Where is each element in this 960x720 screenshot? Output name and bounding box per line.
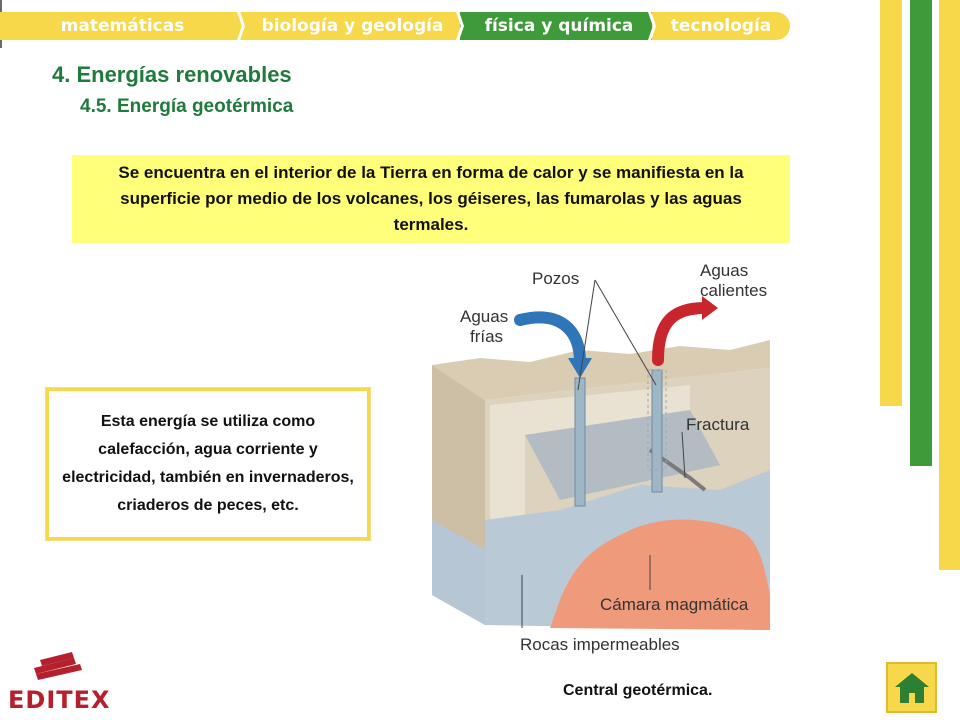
cold-arrow-head — [568, 358, 592, 378]
pozos-leader — [594, 279, 657, 386]
decor-stripe-yellow — [939, 0, 960, 570]
decor-stripe-green — [910, 0, 932, 466]
intro-text: Se encuentra en el interior de la Tierra… — [118, 163, 744, 234]
block-top-surface — [432, 340, 770, 400]
figure-caption: Central geotérmica. — [563, 682, 713, 699]
label-camara-magmatica: Cámara magmática — [600, 595, 749, 614]
tab-label: biología y geología — [261, 16, 444, 36]
label-pozos: Pozos — [532, 269, 579, 288]
usage-info-box: Esta energía se utiliza como calefacción… — [45, 387, 371, 541]
label-aguas-calientes-2: calientes — [700, 281, 767, 300]
pozos-leader — [577, 279, 596, 391]
tab-label: tecnología — [670, 16, 772, 36]
label-rocas-impermeables: Rocas impermeables — [520, 635, 680, 654]
reservoir-layer — [525, 410, 720, 500]
home-icon — [894, 672, 929, 703]
label-aguas-calientes: Aguas — [700, 261, 748, 280]
cold-water-arrow — [514, 311, 586, 368]
cutaway-wall — [490, 385, 690, 550]
tab-label: matemáticas — [60, 16, 185, 36]
magma-chamber — [550, 519, 770, 630]
usage-text: Esta energía se utiliza como calefacción… — [62, 413, 354, 514]
geothermal-illustration: Pozos Aguas calientes Aguas frías Fractu… — [432, 261, 770, 654]
label-fractura: Fractura — [686, 415, 750, 434]
label-aguas-frias: Aguas — [460, 307, 508, 326]
page-subtitle: 4.5. Energía geotérmica — [80, 96, 294, 117]
fractura-leader — [681, 431, 686, 479]
brand-logo-text: EDITEX — [8, 686, 111, 714]
decor-stripe-yellow — [880, 0, 902, 406]
fracture-line — [648, 448, 707, 492]
tab-biologia-geologia[interactable]: biología y geología — [240, 12, 465, 40]
cold-water-well — [574, 377, 586, 507]
subject-tabs: matemáticas biología y geología física y… — [0, 12, 800, 40]
hot-arrow-head — [702, 296, 718, 320]
page-title: 4. Energías renovables — [52, 62, 292, 87]
tab-matematicas[interactable]: matemáticas — [0, 12, 245, 40]
tab-label: física y química — [484, 16, 634, 36]
geothermal-diagram: Pozos Aguas calientes Aguas frías Fractu… — [420, 250, 800, 660]
hot-water-well — [651, 369, 663, 493]
intro-highlight-box: Se encuentra en el interior de la Tierra… — [72, 155, 790, 243]
hot-water-arrow — [652, 302, 711, 366]
home-button[interactable] — [886, 662, 937, 713]
tab-tecnologia[interactable]: tecnología — [652, 12, 790, 40]
label-aguas-frias-2: frías — [470, 327, 503, 346]
editex-logo-icon — [34, 652, 82, 680]
hot-well-casing — [647, 369, 667, 471]
block-left-face-lower — [432, 520, 485, 625]
tab-fisica-quimica[interactable]: física y química — [460, 12, 658, 40]
